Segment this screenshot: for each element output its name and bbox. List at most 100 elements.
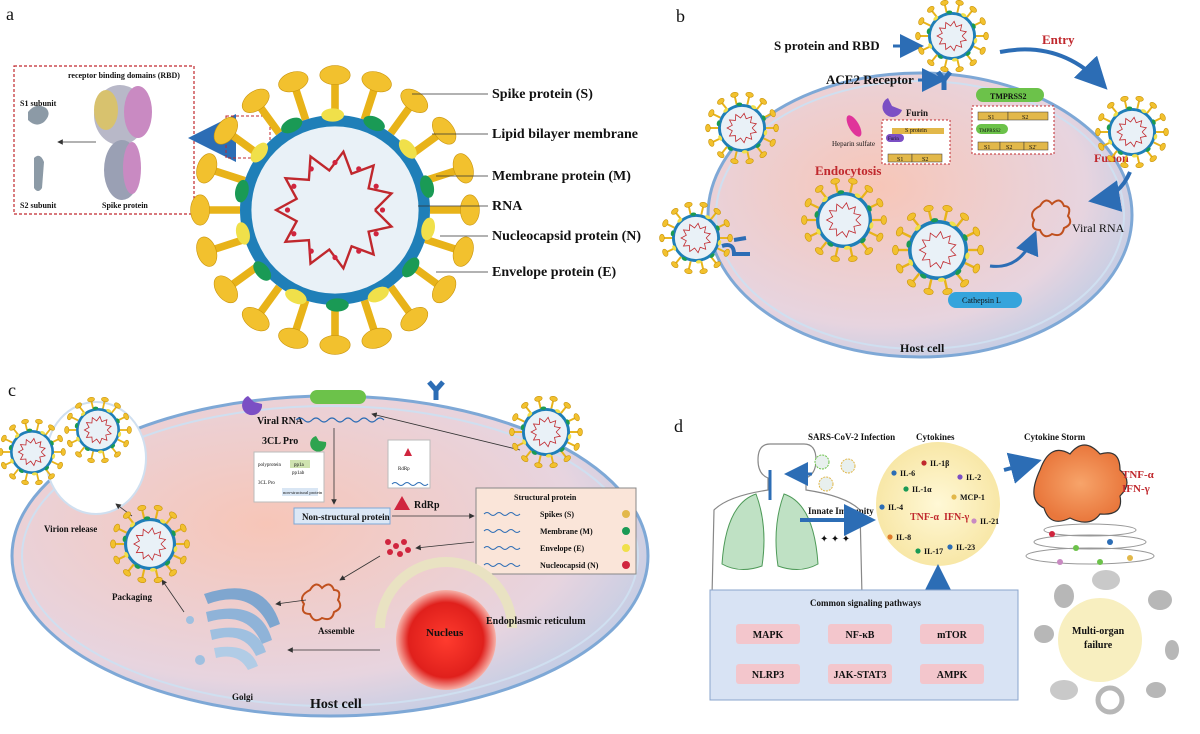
structural-title: Structural protein (514, 493, 577, 502)
multi-organ-circle (1058, 598, 1142, 682)
lungs-icon (721, 470, 819, 570)
center-ifn: IFN-γ (944, 512, 970, 523)
cytokine-list: IL-6IL-1βIL-1αIL-2MCP-1IL-4IL-21IL-8IL-1… (879, 459, 999, 556)
storm-label: Cytokine Storm (1024, 432, 1086, 442)
heart-icon (1054, 584, 1074, 608)
virion-labels: Spike protein (S)Lipid bilayer membraneM… (412, 87, 641, 280)
virion-endocytosis-out (705, 91, 779, 165)
virion-released-1 (0, 418, 66, 486)
endoplasmic-reticulum (375, 557, 517, 629)
s-protein-small: S protein (905, 128, 927, 134)
rbd-inset-title: receptor binding domains (RBD) (68, 71, 180, 80)
virion-entry (915, 0, 989, 73)
pathway-3: NLRP3 (752, 670, 784, 681)
pathway-box-2 (920, 624, 984, 644)
tmprss2-icon-c (310, 390, 366, 404)
virion-endosome-2 (892, 205, 984, 295)
pp1ab-small: pp1ab (292, 471, 305, 476)
tmprss2-label: TMPRSS2 (990, 92, 1026, 101)
organ-icons (1034, 570, 1179, 715)
furin-label: Furin (906, 108, 928, 118)
endocytosis-label: Endocytosis (815, 163, 881, 178)
center-tnf: TNF-α (910, 512, 939, 523)
polyprotein-small: polyprotein (258, 463, 282, 468)
virion-release-label: Virion release (44, 524, 97, 534)
pathways-title: Common signaling pathways (810, 598, 922, 608)
cytokine-8: IL-17 (924, 547, 943, 556)
virion-packaging (110, 505, 190, 583)
viral-rna-b (1031, 199, 1072, 238)
cytokine-7: IL-8 (896, 533, 911, 542)
panel-a: a receptor binding domains (RBD) S1 subu… (6, 4, 641, 355)
intestine-icon (1095, 685, 1125, 715)
nonstruct-box (293, 507, 391, 525)
rdrp-small: RdRp (398, 467, 410, 472)
golgi-label: Golgi (232, 692, 254, 702)
virion-released-2 (64, 396, 132, 464)
furin-icon-c (242, 396, 263, 416)
storm-rings (1025, 523, 1155, 565)
panel-b: b S protein and RBD ACE2 Receptor Entry … (659, 0, 1169, 359)
furin-icon (882, 98, 902, 117)
coronavirus-virion (190, 65, 480, 355)
nucleus (396, 590, 496, 690)
er-label: Endoplasmic reticulum (486, 616, 586, 627)
pancreas-icon (1146, 682, 1166, 698)
pathway-box-5 (920, 664, 984, 684)
structural-item-0: Spikes (S) (540, 510, 574, 519)
pathway-5: AMPK (937, 670, 968, 681)
virion-label-0: Spike protein (S) (492, 87, 593, 102)
pathway-box-4 (828, 664, 892, 684)
rdrp-icon (394, 496, 410, 510)
pathway-1: NF-κB (846, 630, 875, 641)
protein-dots (385, 539, 411, 557)
virion-label-4: Nucleocapsid protein (N) (492, 229, 641, 244)
tmprss2-icon (976, 88, 1044, 102)
virion-label-3: RNA (492, 199, 523, 214)
cathepsin-label: Cathepsin L (962, 296, 1001, 305)
ace2-label: ACE2 Receptor (826, 72, 914, 87)
entry-label: Entry (1042, 32, 1075, 47)
spike-label: Spike protein (102, 201, 148, 210)
furin-small: Furin (888, 137, 899, 142)
s2-structure (34, 155, 44, 191)
pathway-4: JAK-STAT3 (834, 670, 887, 681)
cytokine-2: IL-1α (912, 485, 932, 494)
brain-icon (1050, 680, 1078, 700)
big-virion (190, 65, 480, 355)
nonstruct-small: non-structural protein (283, 490, 323, 495)
heparin-label: Heparin sulfate (832, 140, 875, 148)
pp1a-small: pp1a (294, 463, 305, 468)
cathepsin-icon (948, 292, 1022, 308)
virion-attached (659, 201, 733, 275)
tmprss2-small: TMPRSS2 (979, 129, 1001, 134)
panel-d: d SARS-CoV-2 Infection Innate Immunity ✦… (674, 416, 1179, 715)
viral-rna-assemble (301, 583, 342, 622)
panel-c-virions (0, 395, 583, 583)
tmprss2-s2b: S2 (1006, 145, 1012, 151)
panel-b-virions (659, 0, 1169, 295)
cytokine-6: IL-21 (980, 517, 999, 526)
s1-label: S1 subunit (20, 99, 57, 108)
nucleus-label: Nucleus (426, 627, 464, 639)
virion-entry-c (509, 395, 583, 469)
rdrp-label: RdRp (414, 500, 440, 511)
panel-a-letter: a (6, 4, 14, 24)
virion-label-2: Membrane protein (M) (492, 169, 631, 184)
host-cell-c-label: Host cell (310, 697, 362, 712)
structural-item-3: Nucleocapsid (N) (540, 561, 599, 570)
cytokines-label: Cytokines (916, 432, 955, 442)
cytokine-1: IL-1β (930, 459, 949, 468)
ace2-icon-c (427, 380, 445, 400)
nonstruct-label: Non-structural protein (302, 512, 390, 522)
virion-fusion (1095, 95, 1169, 169)
rdrp-box (387, 439, 431, 489)
innate-label: Innate Immunity (808, 506, 874, 516)
tmprss2-s1: S1 (988, 115, 994, 121)
host-cell-b-label: Host cell (900, 341, 945, 355)
virion-endosome-1 (801, 178, 887, 262)
s2-label: S2 subunit (20, 201, 57, 210)
